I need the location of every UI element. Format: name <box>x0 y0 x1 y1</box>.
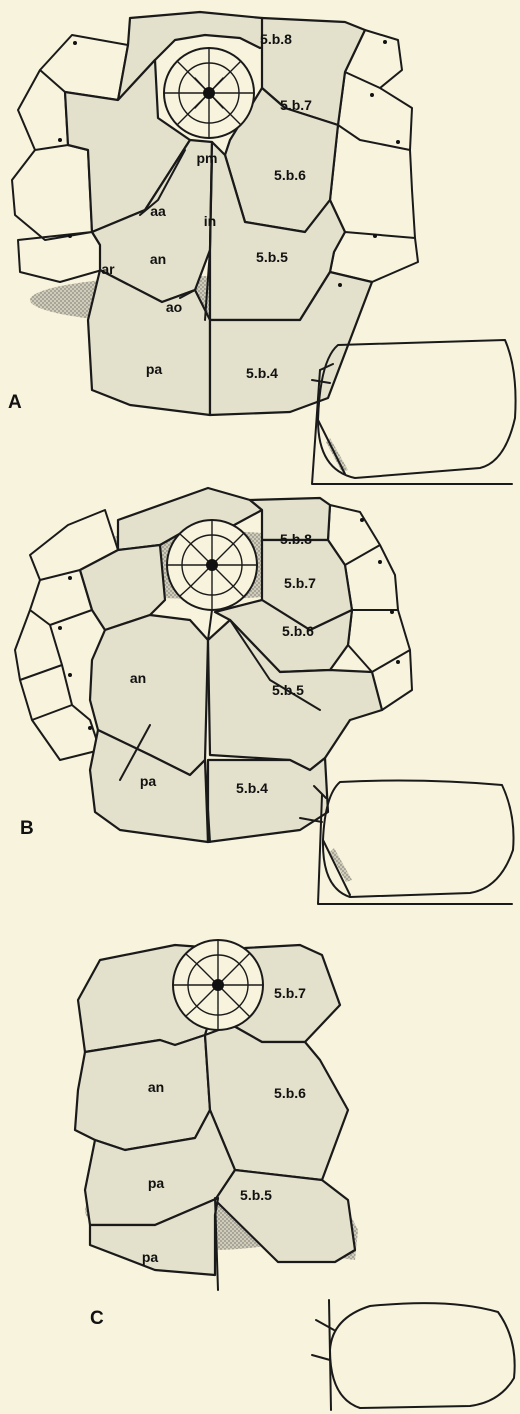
label-pa-b: pa <box>140 773 157 789</box>
label-5b7-c: 5.b.7 <box>274 985 306 1001</box>
label-5b8-b: 5.b.8 <box>280 531 312 547</box>
label-an-c: an <box>148 1079 164 1095</box>
label-ar: ar <box>101 261 115 277</box>
label-5b5-c: 5.b.5 <box>240 1187 272 1203</box>
label-5b4-a: 5.b.4 <box>246 365 278 381</box>
label-ao: ao <box>166 299 182 315</box>
label-5b5-b: 5.b.5 <box>272 682 304 698</box>
label-5b8-a: 5.b.8 <box>260 31 292 47</box>
panel-c: 5.b.7 an 5.b.6 pa 5.b.5 pa C <box>75 940 515 1410</box>
panel-letter-b: B <box>20 818 34 839</box>
anus-b <box>206 559 218 571</box>
label-5b4-b: 5.b.4 <box>236 780 268 796</box>
label-pa-c-lower: pa <box>142 1249 159 1265</box>
label-5b7-a: 5.b.7 <box>280 97 312 113</box>
label-pa-c-upper: pa <box>148 1175 165 1191</box>
label-5b7-b: 5.b.7 <box>284 575 316 591</box>
label-5b6-a: 5.b.6 <box>274 167 306 183</box>
label-5b5-a: 5.b.5 <box>256 249 288 265</box>
panel-letter-a: A <box>8 392 22 413</box>
label-an-b: an <box>130 670 146 686</box>
plate-5b4-b <box>208 758 328 842</box>
label-pa-a: pa <box>146 361 163 377</box>
label-in: in <box>204 213 216 229</box>
panel-letter-c: C <box>90 1308 104 1329</box>
label-5b6-c: 5.b.6 <box>274 1085 306 1101</box>
plate-an-c <box>75 1035 210 1150</box>
panel-a: 5.b.8 5.b.7 5.b.6 5.b.5 5.b.4 pm aa in a… <box>8 12 516 484</box>
profile-inset-b <box>300 781 514 904</box>
anus-c <box>212 979 224 991</box>
anus-a <box>203 87 215 99</box>
label-an-a: an <box>150 251 166 267</box>
label-pm: pm <box>197 150 218 166</box>
label-5b6-b: 5.b.6 <box>282 623 314 639</box>
profile-inset-c <box>312 1300 515 1410</box>
label-aa: aa <box>150 203 166 219</box>
panel-b: 5.b.8 5.b.7 5.b.6 5.b.5 5.b.4 an pa B <box>15 488 514 904</box>
